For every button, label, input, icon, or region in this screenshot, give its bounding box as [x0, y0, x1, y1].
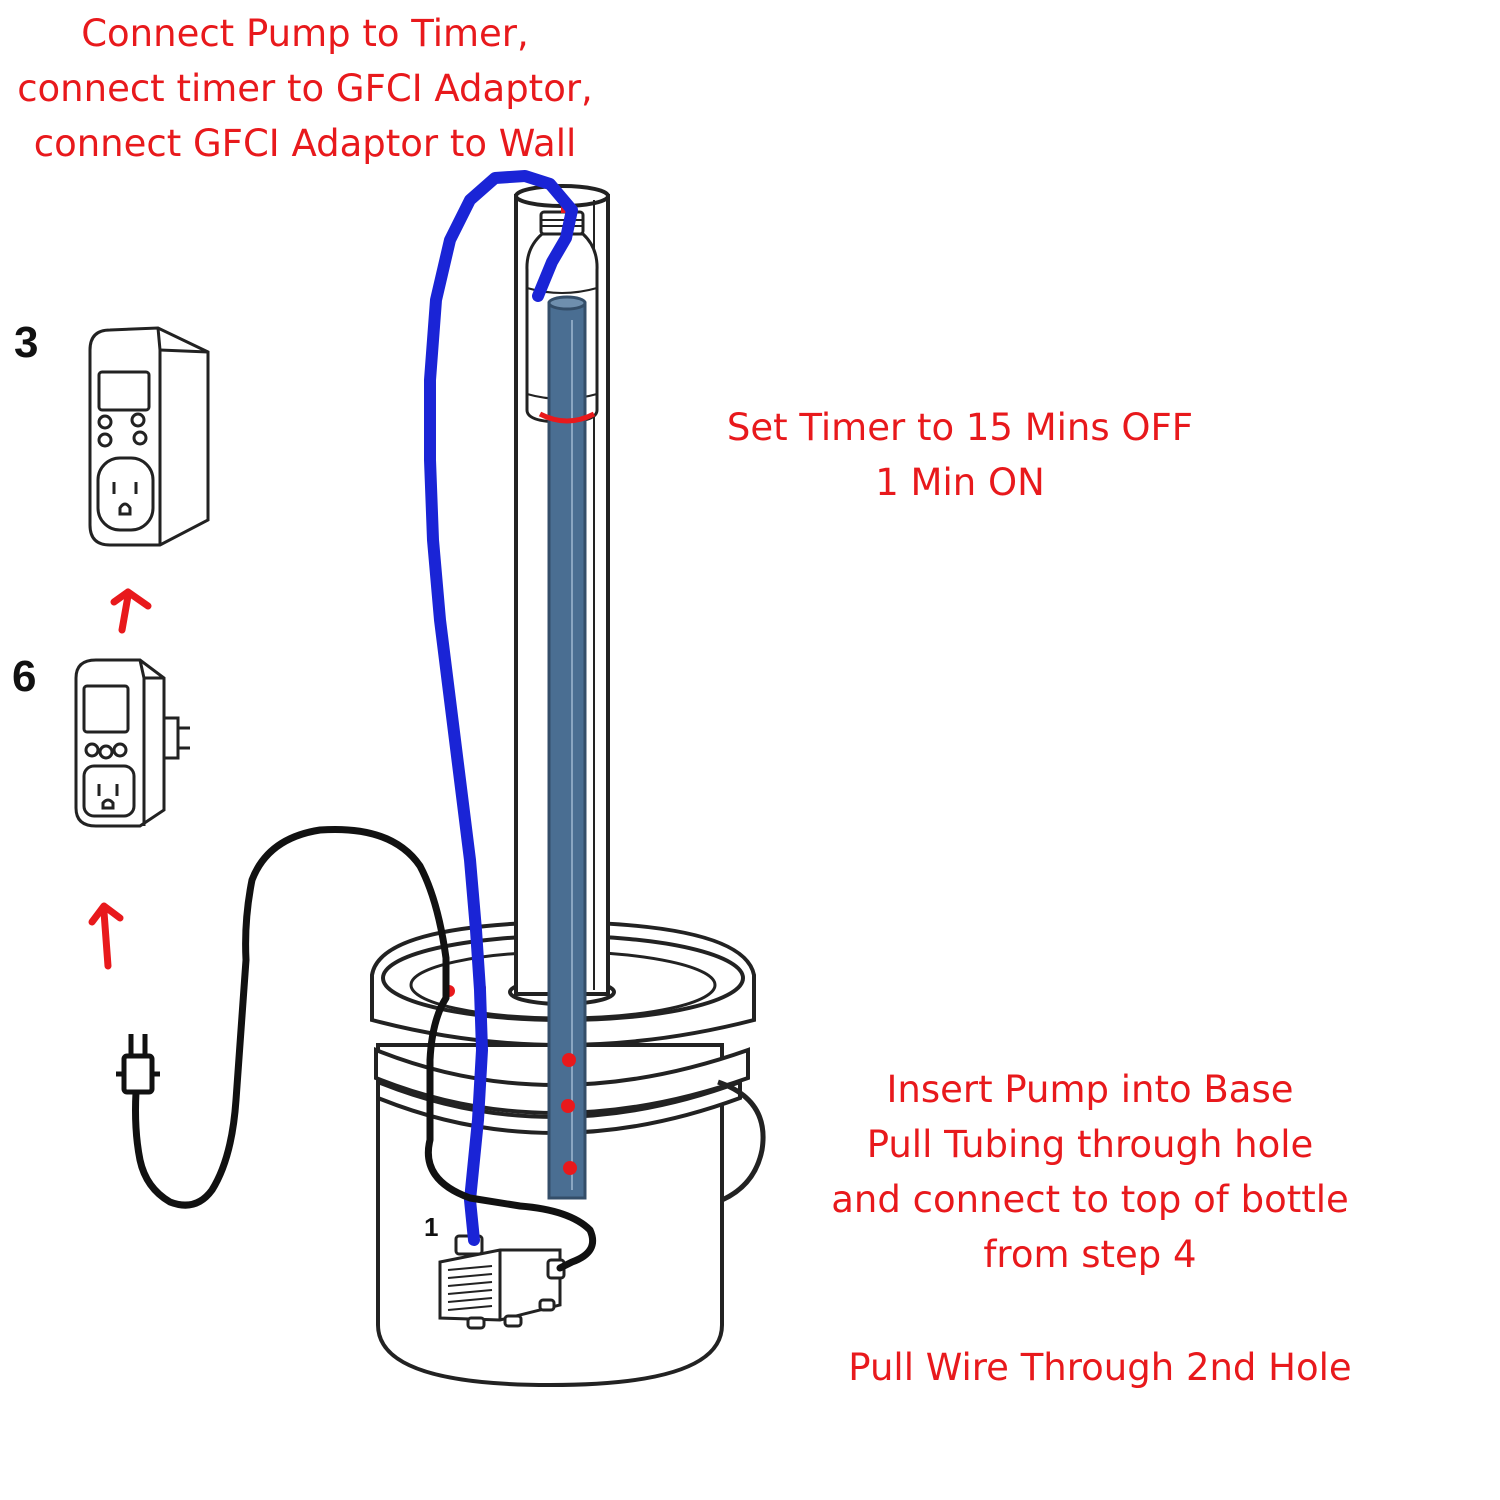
instruction-pull-wire: Pull Wire Through 2nd Hole [800, 1340, 1400, 1395]
instruction-timer-setting: Set Timer to 15 Mins OFF 1 Min ON [700, 400, 1220, 510]
note-line: 1 Min ON [875, 461, 1045, 504]
step-label-pump: 1 [424, 1212, 438, 1243]
note-line: Pull Wire Through 2nd Hole [848, 1346, 1351, 1389]
step-label-timer: 3 [14, 318, 38, 368]
power-plug-icon [116, 1034, 160, 1092]
arrow-up-icon [114, 592, 148, 630]
note-line: Insert Pump into Base [886, 1068, 1293, 1111]
note-line: Set Timer to 15 Mins OFF [727, 406, 1193, 449]
timer-outlet-icon [90, 328, 208, 545]
note-line: Pull Tubing through hole [867, 1123, 1314, 1166]
note-line: connect timer to GFCI Adaptor, [17, 67, 593, 110]
step-label-gfci: 6 [12, 652, 36, 702]
gfci-adaptor-icon [76, 660, 190, 826]
note-line: Connect Pump to Timer, [81, 12, 529, 55]
arrow-up-icon-lower [92, 906, 120, 966]
note-line: from step 4 [983, 1233, 1196, 1276]
note-line: connect GFCI Adaptor to Wall [34, 122, 577, 165]
note-line: and connect to top of bottle [831, 1178, 1349, 1221]
instruction-connect-power: Connect Pump to Timer, connect timer to … [0, 6, 610, 171]
instruction-insert-pump: Insert Pump into Base Pull Tubing throug… [800, 1062, 1380, 1282]
